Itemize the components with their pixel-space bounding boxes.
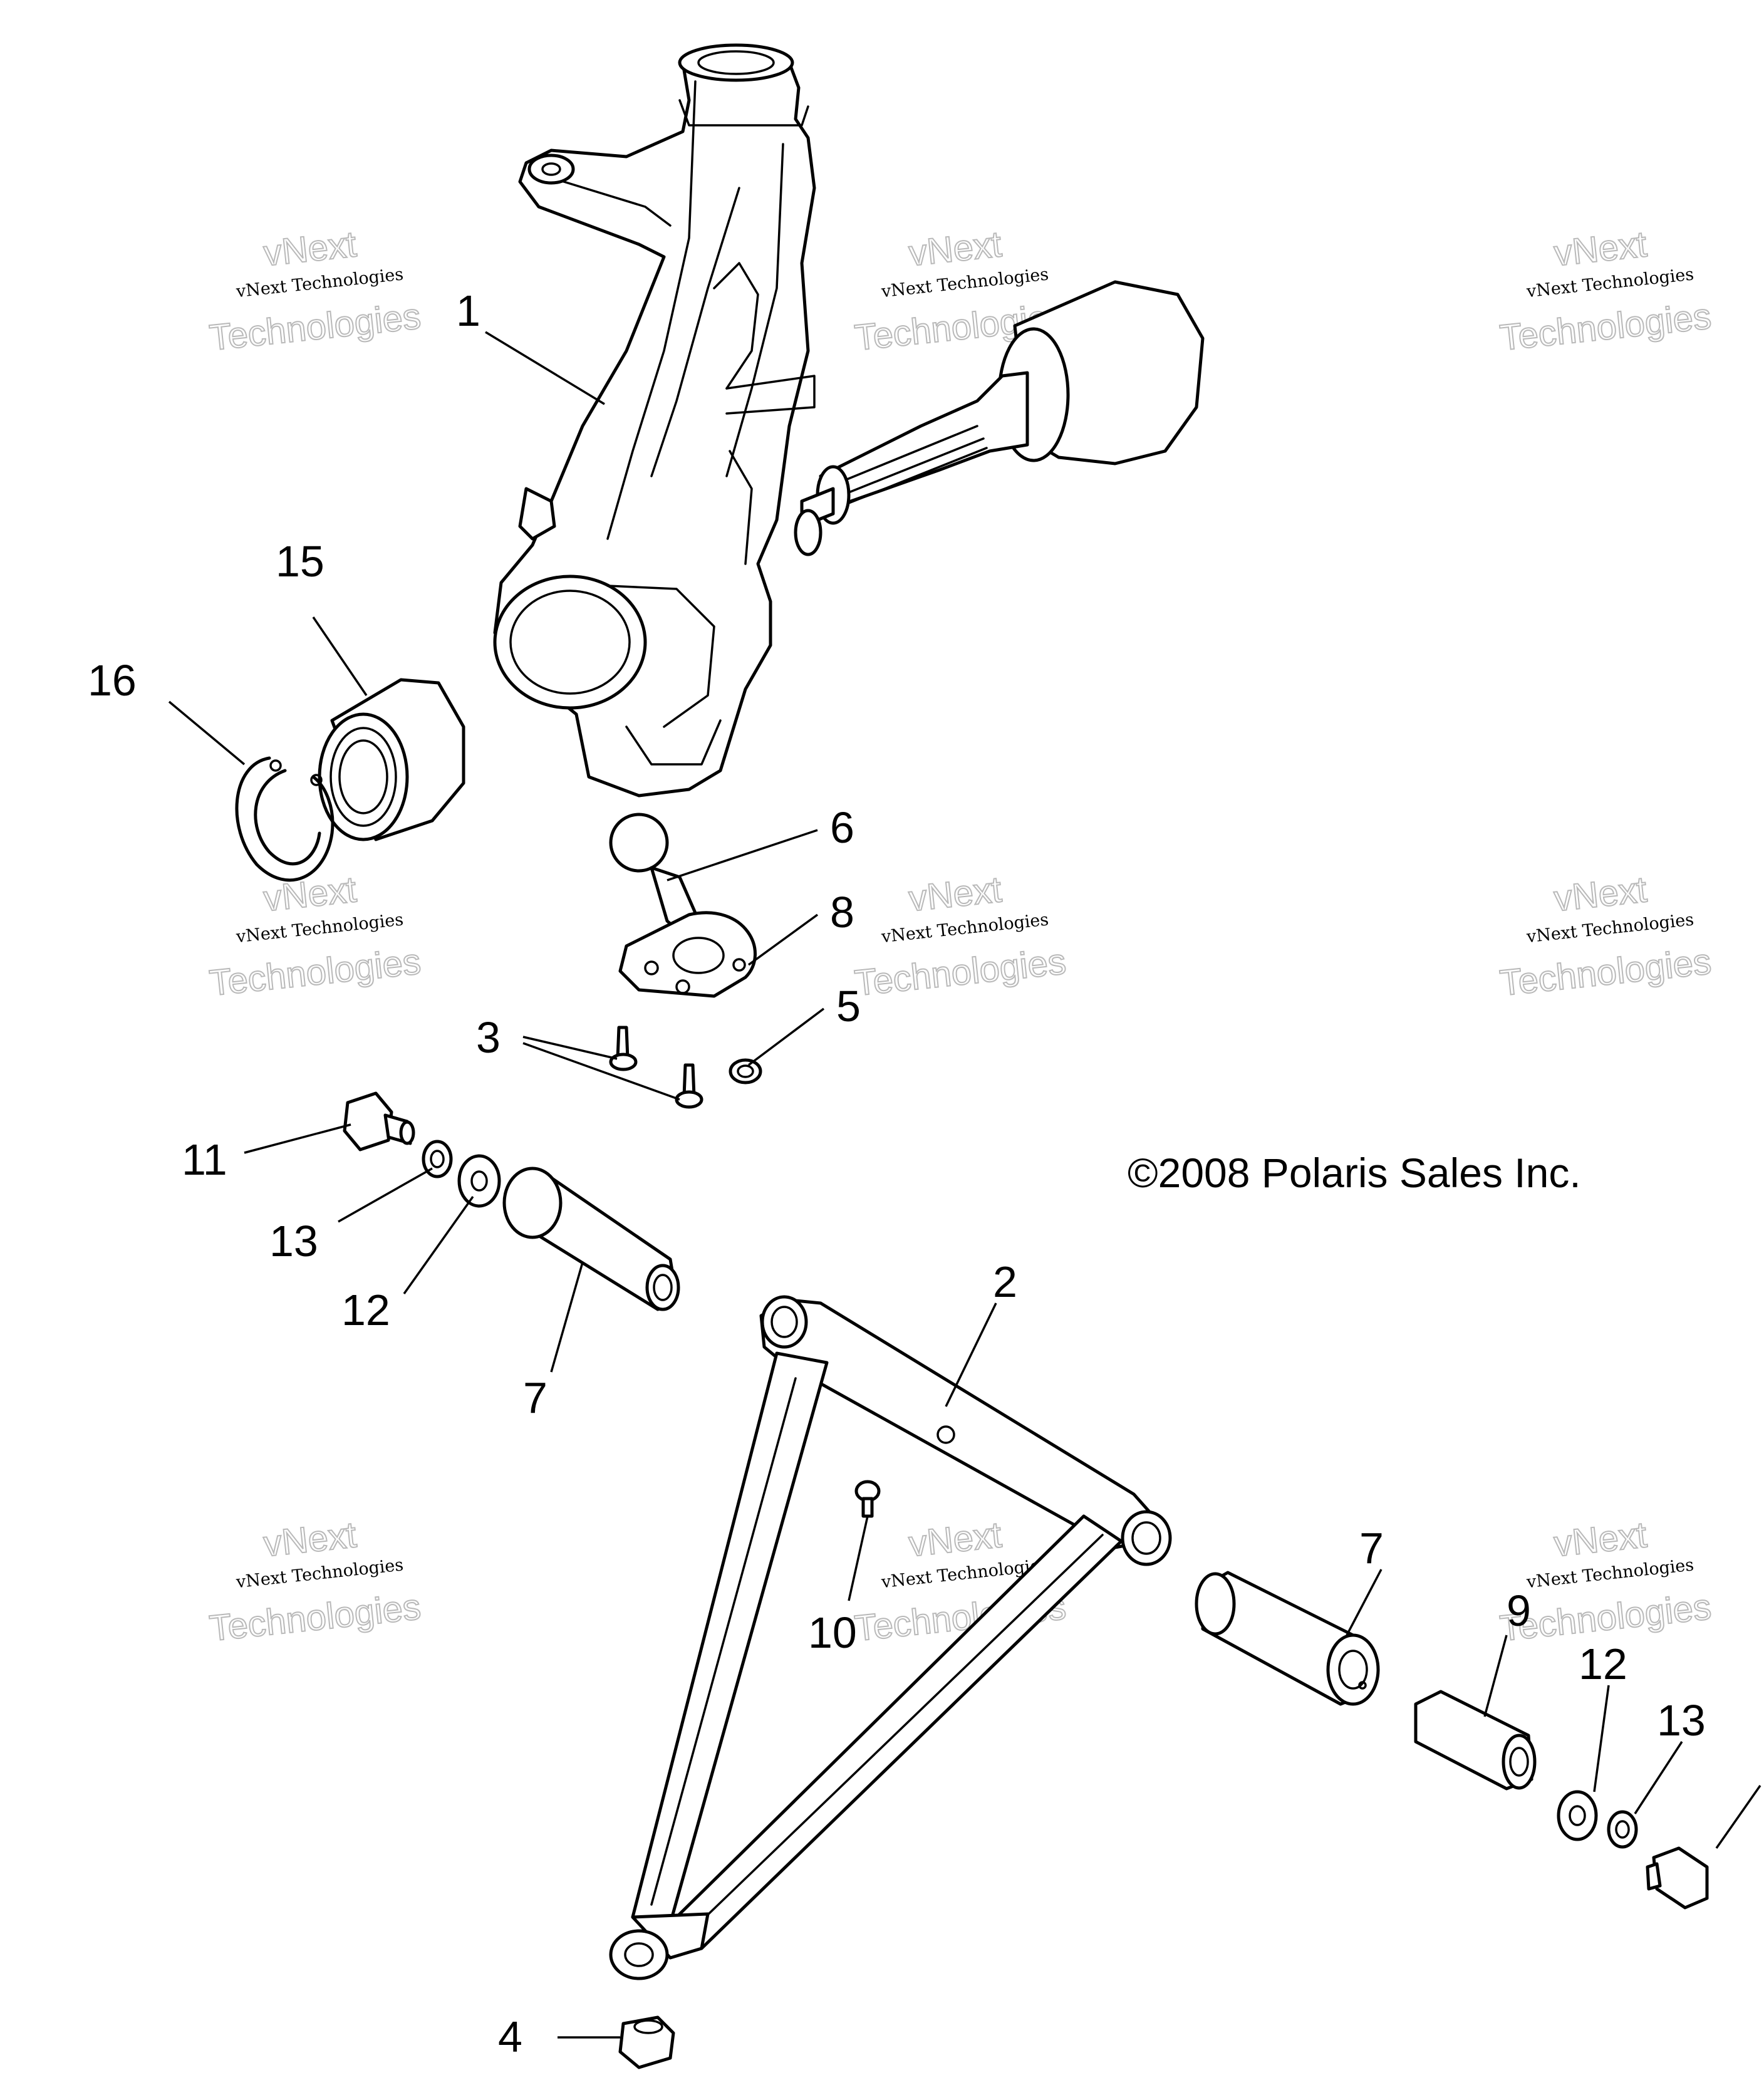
watermark: vNext Technologies vNext Technologies bbox=[1497, 223, 1714, 359]
flat-washer bbox=[457, 1154, 501, 1208]
wheel-bearing bbox=[318, 678, 465, 841]
callout-2: 2 bbox=[993, 1257, 1017, 1306]
callout-12: 12 bbox=[341, 1286, 390, 1334]
svg-text:vNext: vNext bbox=[907, 224, 1004, 274]
svg-text:vNext: vNext bbox=[907, 869, 1004, 919]
callout-12: 12 bbox=[1579, 1640, 1627, 1688]
svg-text:vNext: vNext bbox=[1552, 869, 1649, 919]
flat-washer bbox=[1557, 1790, 1598, 1841]
callout-4: 4 bbox=[498, 2012, 522, 2061]
lock-ring bbox=[729, 1058, 762, 1084]
callout-1: 1 bbox=[456, 286, 480, 335]
svg-text:vNext Technologies: vNext Technologies bbox=[1525, 264, 1695, 301]
retaining-ring bbox=[235, 756, 335, 882]
svg-text:Technologies: Technologies bbox=[207, 1586, 423, 1649]
lock-washer bbox=[1607, 1810, 1638, 1849]
callout-5: 5 bbox=[836, 982, 861, 1031]
watermark: vNext Technologies vNext Technologies bbox=[207, 1514, 423, 1650]
ball-joint-plate bbox=[618, 911, 757, 998]
axle-shaft bbox=[794, 280, 1205, 556]
svg-text:Technologies: Technologies bbox=[1498, 296, 1713, 358]
callouts: 1 15 16 6 8 3 5 11 13 12 7 2 10 7 9 12 1… bbox=[88, 286, 1706, 2061]
lock-nut bbox=[618, 2015, 675, 2069]
svg-text:vNext Technologies: vNext Technologies bbox=[235, 910, 405, 947]
steering-knuckle bbox=[493, 43, 816, 798]
callout-15: 15 bbox=[276, 537, 324, 586]
pivot-bushing bbox=[502, 1167, 680, 1311]
bolt bbox=[1646, 1846, 1709, 1910]
svg-text:vNext Technologies: vNext Technologies bbox=[1525, 910, 1695, 947]
pivot-sleeve bbox=[1414, 1690, 1537, 1791]
callout-7: 7 bbox=[523, 1373, 547, 1422]
pivot-bushing bbox=[1195, 1571, 1380, 1706]
svg-text:vNext Technologies: vNext Technologies bbox=[880, 264, 1050, 301]
callout-7: 7 bbox=[1359, 1524, 1384, 1573]
svg-text:Technologies: Technologies bbox=[207, 941, 423, 1004]
lock-washer bbox=[422, 1140, 453, 1178]
leader-lines bbox=[168, 331, 1761, 2039]
svg-text:vNext Technologies: vNext Technologies bbox=[880, 910, 1050, 947]
svg-text:vNext: vNext bbox=[262, 224, 358, 274]
svg-text:vNext Technologies: vNext Technologies bbox=[235, 264, 405, 301]
svg-text:vNext: vNext bbox=[907, 1514, 1004, 1564]
watermark: vNext Technologies vNext Technologies bbox=[1497, 868, 1714, 1004]
callout-11: 11 bbox=[182, 1135, 227, 1184]
a-arm bbox=[609, 1295, 1172, 1980]
svg-text:vNext: vNext bbox=[1552, 1514, 1649, 1564]
svg-text:Technologies: Technologies bbox=[1498, 941, 1713, 1004]
callout-3: 3 bbox=[476, 1013, 501, 1062]
copyright-notice: ©2008 Polaris Sales Inc. bbox=[1128, 1150, 1581, 1196]
callout-16: 16 bbox=[88, 656, 137, 705]
rivet bbox=[609, 1026, 638, 1071]
callout-13: 13 bbox=[269, 1217, 318, 1266]
callout-8: 8 bbox=[830, 888, 854, 937]
grease-fitting bbox=[854, 1480, 881, 1518]
svg-text:Technologies: Technologies bbox=[853, 941, 1068, 1004]
callout-13: 13 bbox=[1657, 1696, 1706, 1745]
callout-6: 6 bbox=[830, 803, 854, 852]
watermark: vNext Technologies vNext Technologies bbox=[207, 868, 423, 1004]
watermark: vNext Technologies vNext Technologies bbox=[207, 223, 423, 359]
svg-text:vNext: vNext bbox=[262, 1514, 358, 1564]
bolt bbox=[343, 1091, 415, 1152]
callout-9: 9 bbox=[1507, 1586, 1531, 1635]
callout-10: 10 bbox=[808, 1608, 857, 1657]
svg-text:vNext Technologies: vNext Technologies bbox=[1525, 1555, 1695, 1592]
watermark: vNext Technologies vNext Technologies bbox=[852, 868, 1069, 1004]
svg-text:Technologies: Technologies bbox=[207, 296, 423, 358]
svg-text:vNext: vNext bbox=[1552, 224, 1649, 274]
rivet bbox=[675, 1063, 703, 1109]
svg-text:vNext Technologies: vNext Technologies bbox=[235, 1555, 405, 1592]
